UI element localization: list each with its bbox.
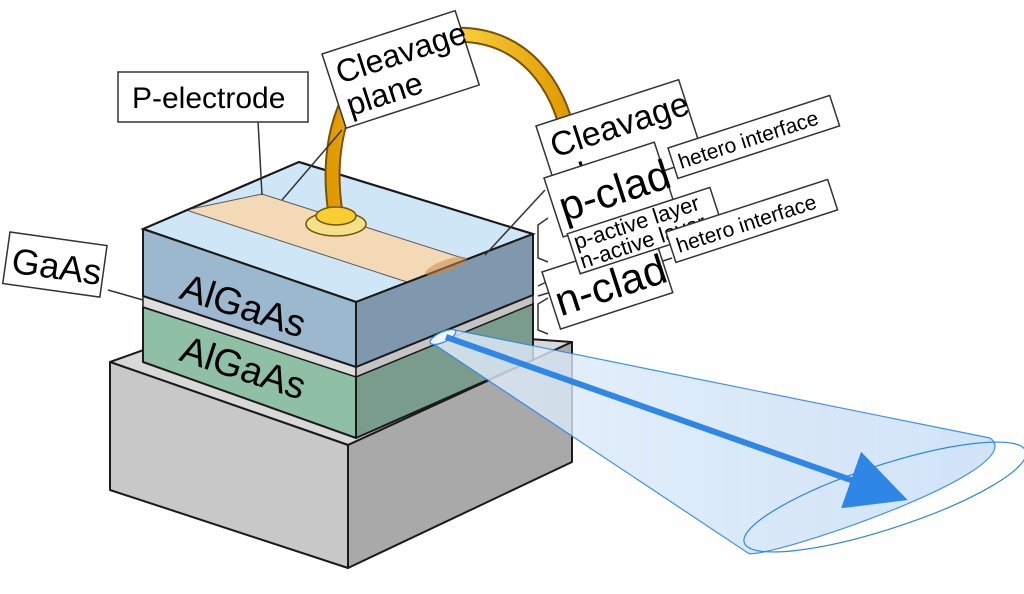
beam-source-ellipse xyxy=(429,328,457,346)
leader-cleavage-right xyxy=(484,189,546,256)
p-electrode-box xyxy=(117,71,309,123)
leader-gaas xyxy=(107,289,144,301)
leader-cleavage-top xyxy=(281,129,343,201)
electrode-edge-glow xyxy=(425,256,467,276)
leader-p-electrode xyxy=(257,120,263,196)
upper-clad-right-face xyxy=(355,233,534,368)
gaas-box xyxy=(1,231,108,298)
laser-beam xyxy=(429,328,1024,555)
cleavage-plane-top-callout: Cleavage plane xyxy=(321,9,481,130)
gaas-callout: GaAs xyxy=(1,231,108,298)
bond-pad-top xyxy=(315,206,357,226)
p-electrode-label: P-electrode xyxy=(132,82,285,115)
leader-p-clad xyxy=(537,217,549,263)
beam-arrow xyxy=(445,334,908,509)
leader-n-clad xyxy=(537,297,549,335)
hetero-interface-upper-box xyxy=(667,94,841,180)
p-electrode-callout: P-electrode xyxy=(117,71,309,123)
active-layer-box xyxy=(566,186,724,275)
hetero-interface-lower-box xyxy=(665,178,839,264)
cleavage-plane-top-box xyxy=(321,9,481,130)
